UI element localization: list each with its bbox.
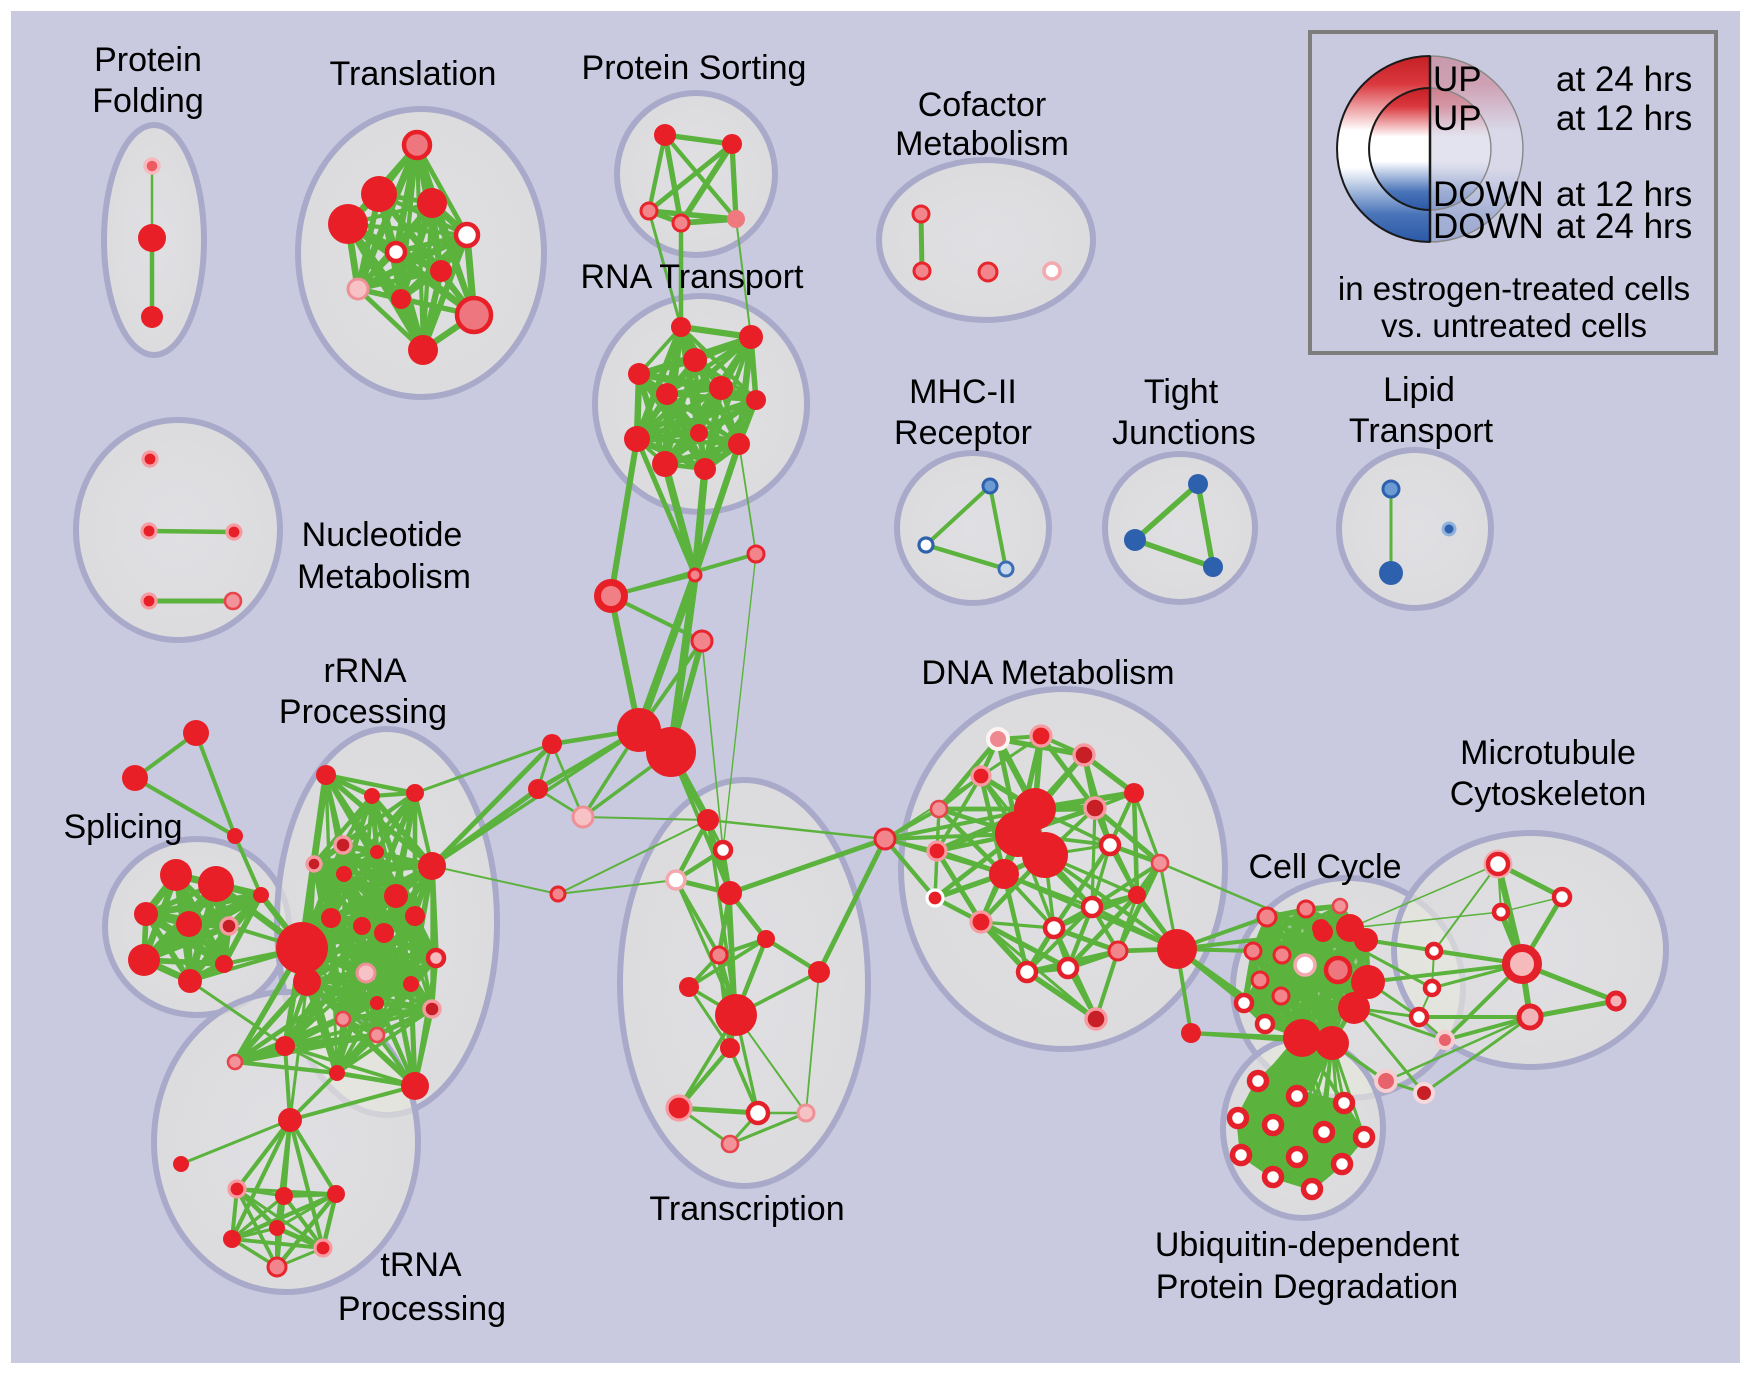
svg-text:Nucleotide: Nucleotide bbox=[302, 516, 463, 554]
svg-text:rRNA: rRNA bbox=[323, 652, 406, 690]
svg-text:RNA Transport: RNA Transport bbox=[581, 258, 805, 296]
svg-text:Metabolism: Metabolism bbox=[297, 558, 471, 596]
svg-text:Receptor: Receptor bbox=[894, 414, 1032, 452]
svg-text:Protein Sorting: Protein Sorting bbox=[582, 49, 807, 87]
svg-text:Cofactor: Cofactor bbox=[918, 86, 1047, 124]
svg-text:DOWN: DOWN bbox=[1433, 175, 1544, 214]
svg-text:vs. untreated cells: vs. untreated cells bbox=[1381, 307, 1647, 344]
svg-text:Microtubule: Microtubule bbox=[1460, 734, 1636, 772]
svg-text:at 24 hrs: at 24 hrs bbox=[1556, 60, 1692, 99]
svg-text:Lipid: Lipid bbox=[1383, 371, 1455, 409]
svg-text:in estrogen-treated cells: in estrogen-treated cells bbox=[1338, 270, 1690, 307]
svg-text:Metabolism: Metabolism bbox=[895, 125, 1069, 163]
svg-text:tRNA: tRNA bbox=[380, 1246, 462, 1284]
svg-text:Cytoskeleton: Cytoskeleton bbox=[1450, 775, 1647, 813]
svg-text:Processing: Processing bbox=[279, 693, 447, 731]
svg-text:Protein Degradation: Protein Degradation bbox=[1156, 1268, 1458, 1306]
svg-text:Ubiquitin-dependent: Ubiquitin-dependent bbox=[1155, 1226, 1460, 1264]
svg-text:Splicing: Splicing bbox=[63, 808, 182, 846]
svg-text:Translation: Translation bbox=[330, 55, 497, 93]
svg-text:DOWN: DOWN bbox=[1433, 207, 1544, 246]
svg-text:Cell Cycle: Cell Cycle bbox=[1248, 848, 1401, 886]
svg-text:Tight: Tight bbox=[1144, 373, 1219, 411]
svg-text:Junctions: Junctions bbox=[1112, 414, 1256, 452]
svg-text:at 12 hrs: at 12 hrs bbox=[1556, 99, 1692, 138]
svg-text:UP: UP bbox=[1433, 99, 1482, 138]
svg-text:Transport: Transport bbox=[1349, 412, 1494, 450]
svg-text:Processing: Processing bbox=[338, 1290, 506, 1328]
svg-text:at 24 hrs: at 24 hrs bbox=[1556, 207, 1692, 246]
svg-text:DNA Metabolism: DNA Metabolism bbox=[921, 654, 1174, 692]
svg-text:Transcription: Transcription bbox=[649, 1190, 844, 1228]
svg-text:at 12 hrs: at 12 hrs bbox=[1556, 175, 1692, 214]
svg-text:MHC-II: MHC-II bbox=[909, 373, 1017, 411]
svg-text:Protein: Protein bbox=[94, 41, 202, 79]
svg-text:Folding: Folding bbox=[92, 82, 204, 120]
svg-text:UP: UP bbox=[1433, 60, 1482, 99]
